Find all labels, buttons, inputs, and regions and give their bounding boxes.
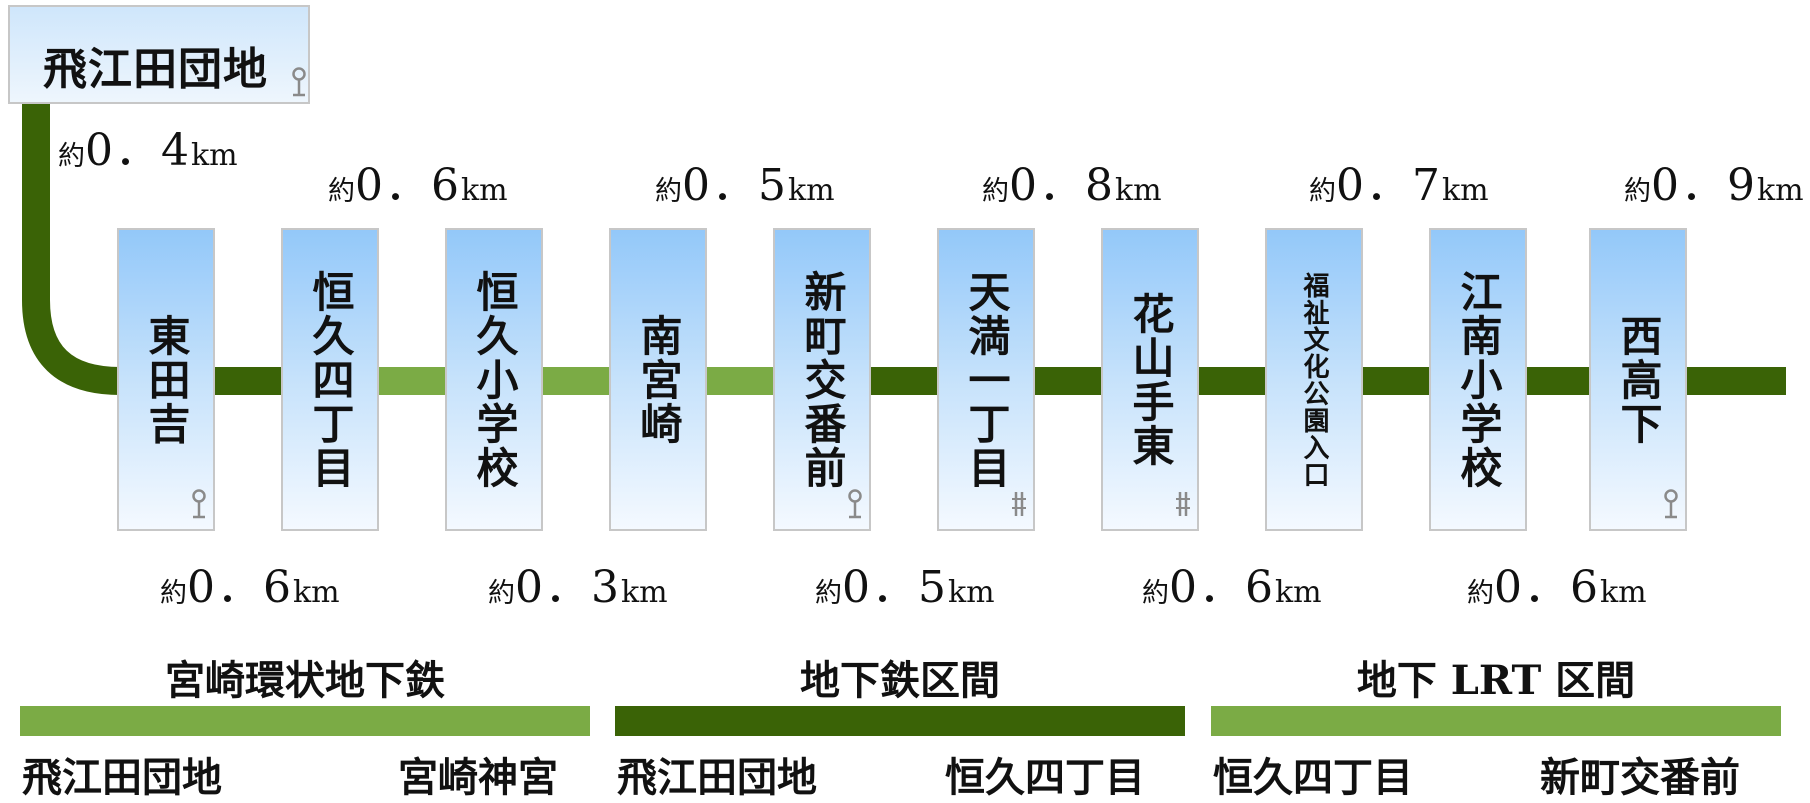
section-start: 飛江田団地 [617, 754, 817, 801]
tram-stop-icon [1175, 489, 1191, 519]
station-name: 東田吉 [142, 313, 191, 446]
station-name: 南宮崎 [634, 313, 683, 446]
station-box: 東田吉 [117, 228, 215, 531]
track-segment-2 [378, 367, 446, 395]
distance-value: 0．9 [1651, 160, 1757, 211]
station-box: 恒久小学校 [445, 228, 543, 531]
section-bar [615, 706, 1185, 736]
section-title: 宮崎環状地下鉄 [165, 657, 445, 704]
station-name: 恒久四丁目 [306, 269, 355, 490]
distance-prefix: 約 [655, 176, 682, 207]
distance-label: 約0．9km [1624, 164, 1804, 208]
station-box: 新町交番前 [773, 228, 871, 531]
distance-value: 0．3 [515, 562, 621, 613]
station-name: 新町交番前 [798, 269, 847, 490]
distance-unit: km [1757, 173, 1804, 208]
distance-label: 約0．6km [160, 566, 340, 610]
track-segment-1 [214, 367, 282, 395]
distance-value: 0．6 [1169, 562, 1275, 613]
distance-prefix: 約 [328, 176, 355, 207]
station-name: 江南小学校 [1454, 269, 1503, 490]
distance-value: 0．8 [1009, 160, 1115, 211]
tram-stop-icon [1011, 489, 1027, 519]
distance-unit: km [948, 575, 995, 610]
distance-value: 0．5 [842, 562, 948, 613]
distance-unit: km [621, 575, 668, 610]
distance-label: 約0．5km [815, 566, 995, 610]
distance-unit: km [1442, 173, 1489, 208]
track-segment-9 [1526, 367, 1590, 395]
distance-value: 0．6 [187, 562, 293, 613]
distance-label: 約0．7km [1309, 164, 1489, 208]
section-end: 新町交番前 [1540, 754, 1740, 801]
station-name: 福祉文化公園入口 [1299, 271, 1329, 488]
bus-stop-icon [292, 67, 306, 97]
distance-prefix: 約 [1467, 578, 1494, 609]
section-bar [20, 706, 590, 736]
distance-label: 約0．8km [982, 164, 1162, 208]
section-start: 恒久四丁目 [1213, 754, 1413, 801]
distance-unit: km [1115, 173, 1162, 208]
station-name: 花山手東 [1126, 291, 1175, 468]
track-segment-3 [542, 367, 610, 395]
bus-stop-icon [1664, 489, 1678, 519]
distance-value: 0．7 [1336, 160, 1442, 211]
section-end: 宮崎神宮 [398, 754, 558, 801]
station-box: 江南小学校 [1429, 228, 1527, 531]
section-title: 地下 LRT 区間 [1356, 657, 1636, 704]
distance-unit: km [1600, 575, 1647, 610]
track-segment-5 [870, 367, 938, 395]
bus-stop-icon [848, 489, 862, 519]
station-name: 恒久小学校 [470, 269, 519, 490]
section-title: 地下鉄区間 [800, 657, 1000, 704]
distance-label: 約0．6km [1467, 566, 1647, 610]
section-bar [1211, 706, 1781, 736]
distance-prefix: 約 [1309, 176, 1336, 207]
station-box: 福祉文化公園入口 [1265, 228, 1363, 531]
distance-prefix: 約 [982, 176, 1009, 207]
distance-unit: km [1275, 575, 1322, 610]
distance-value: 0．4 [85, 125, 191, 176]
section-end: 恒久四丁目 [945, 754, 1145, 801]
route-curve-line [22, 103, 121, 395]
origin-station: 飛江田団地 [8, 5, 310, 104]
distance-prefix: 約 [58, 141, 85, 172]
track-segment-4 [706, 367, 774, 395]
distance-prefix: 約 [488, 578, 515, 609]
station-box: 西高下 [1589, 228, 1687, 531]
distance-unit: km [788, 173, 835, 208]
distance-unit: km [293, 575, 340, 610]
track-segment-8 [1362, 367, 1430, 395]
station-box: 天満一丁目 [937, 228, 1035, 531]
distance-prefix: 約 [1142, 578, 1169, 609]
distance-prefix: 約 [815, 578, 842, 609]
distance-value: 0．6 [355, 160, 461, 211]
distance-prefix: 約 [160, 578, 187, 609]
distance-prefix: 約 [1624, 176, 1651, 207]
station-name: 天満一丁目 [962, 269, 1011, 490]
distance-label: 約0．6km [328, 164, 508, 208]
distance-unit: km [191, 138, 238, 173]
distance-value: 0．6 [1494, 562, 1600, 613]
origin-station-name: 飛江田団地 [43, 44, 268, 95]
distance-label: 約0．5km [655, 164, 835, 208]
station-box: 南宮崎 [609, 228, 707, 531]
station-box: 恒久四丁目 [281, 228, 379, 531]
station-name: 西高下 [1614, 313, 1663, 446]
distance-value: 0．5 [682, 160, 788, 211]
distance-unit: km [461, 173, 508, 208]
section-start: 飛江田団地 [22, 754, 222, 801]
distance-label: 約0．6km [1142, 566, 1322, 610]
distance-label: 約0．3km [488, 566, 668, 610]
track-segment-10 [1686, 367, 1786, 395]
station-box: 花山手東 [1101, 228, 1199, 531]
track-segment-7 [1198, 367, 1266, 395]
distance-label: 約0．4km [58, 129, 238, 173]
bus-stop-icon [192, 489, 206, 519]
track-segment-6 [1034, 367, 1102, 395]
